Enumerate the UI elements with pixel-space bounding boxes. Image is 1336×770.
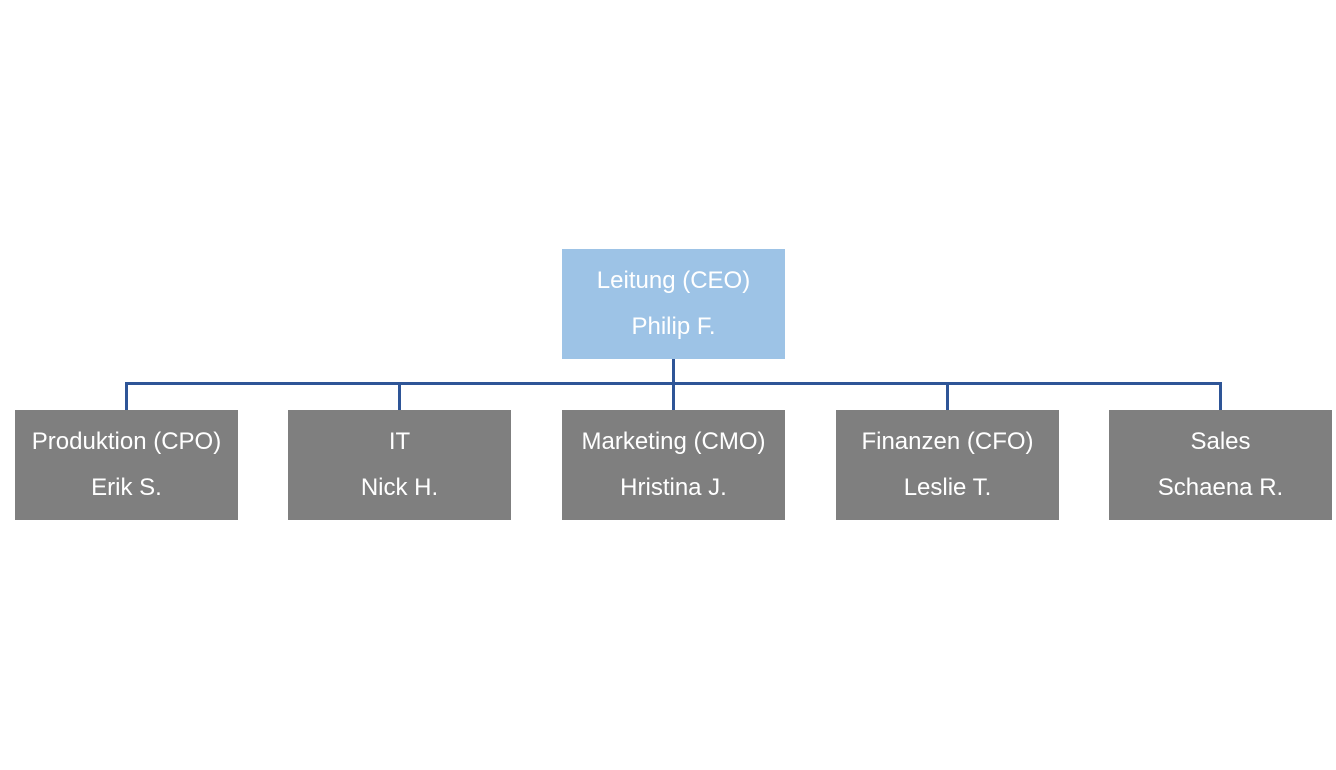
node-title: Marketing (CMO) bbox=[581, 428, 766, 455]
connector-drop-finanzen bbox=[946, 382, 949, 410]
org-node-marketing[interactable]: Marketing (CMO) Hristina J. bbox=[562, 410, 785, 520]
org-node-produktion[interactable]: Produktion (CPO) Erik S. bbox=[15, 410, 238, 520]
connector-drop-sales bbox=[1219, 382, 1222, 410]
org-node-it[interactable]: IT Nick H. bbox=[288, 410, 511, 520]
org-node-sales[interactable]: Sales Schaena R. bbox=[1109, 410, 1332, 520]
node-title: IT bbox=[388, 428, 411, 455]
node-title: Produktion (CPO) bbox=[31, 428, 222, 455]
connector-drop-produktion bbox=[125, 382, 128, 410]
node-title: Finanzen (CFO) bbox=[861, 428, 1034, 455]
org-node-ceo[interactable]: Leitung (CEO) Philip F. bbox=[562, 249, 785, 359]
node-person: Hristina J. bbox=[620, 474, 727, 501]
org-node-finanzen[interactable]: Finanzen (CFO) Leslie T. bbox=[836, 410, 1059, 520]
node-person: Schaena R. bbox=[1157, 474, 1284, 501]
node-person: Erik S. bbox=[91, 474, 162, 501]
connector-drop-it bbox=[398, 382, 401, 410]
connector-horizontal-bar bbox=[125, 382, 1222, 385]
node-title: Leitung (CEO) bbox=[596, 267, 751, 294]
node-title: Sales bbox=[1190, 428, 1251, 455]
node-person: Philip F. bbox=[631, 313, 716, 340]
node-person: Nick H. bbox=[360, 474, 439, 501]
node-person: Leslie T. bbox=[903, 474, 992, 501]
